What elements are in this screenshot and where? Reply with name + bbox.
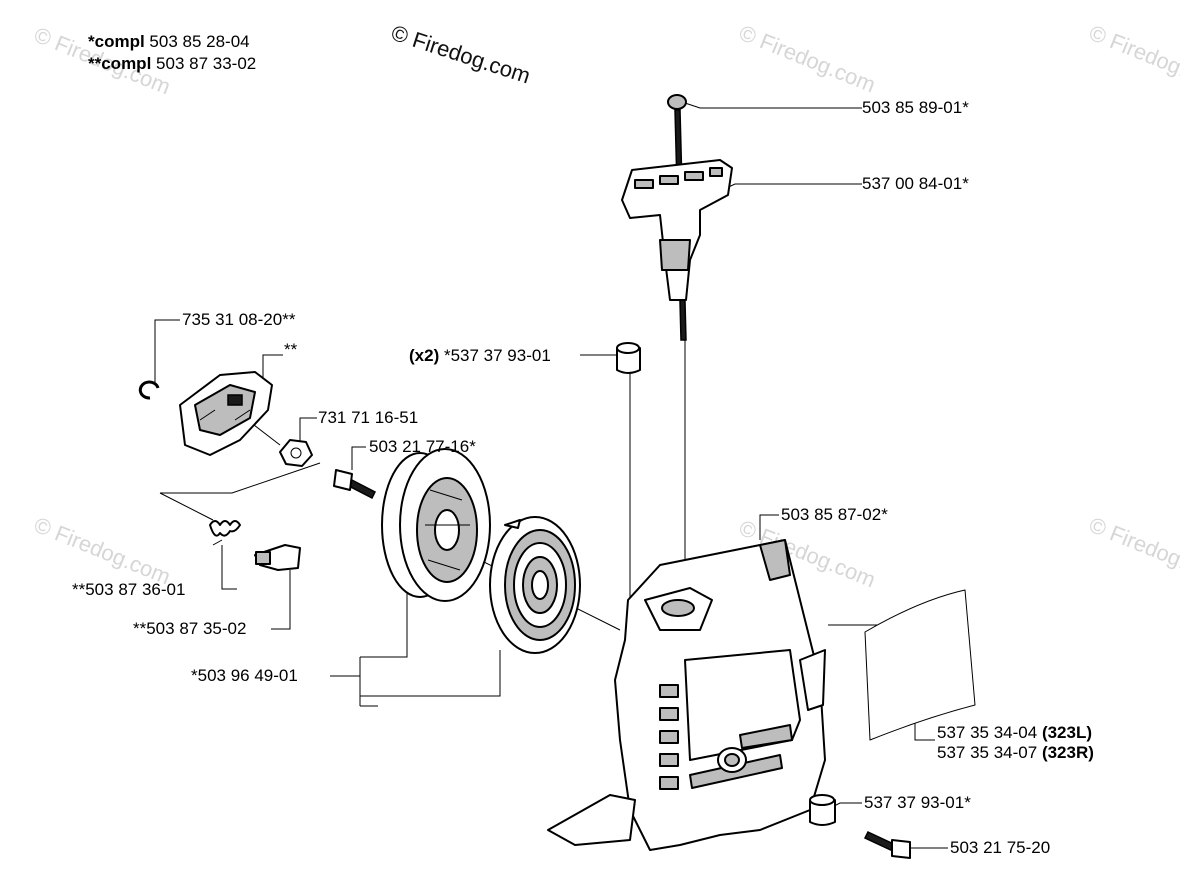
part-label-537-37-93-a[interactable]: (x2) *537 37 93-01 [409, 346, 551, 366]
small-spring [209, 520, 241, 546]
starter-handle [621, 94, 733, 341]
compl-number-2: 503 87 33-02 [156, 54, 257, 73]
model-323r: (323R) [1041, 743, 1094, 762]
starter-housing [547, 539, 826, 851]
part-label-503-85-89[interactable]: 503 85 89-01* [862, 98, 969, 117]
pawl-plate [179, 371, 273, 456]
part-label-star2: ** [284, 340, 298, 359]
part-label-537-35-34-07[interactable]: 537 35 34-07 (323R) [937, 743, 1094, 763]
part-label-503-85-87[interactable]: 503 85 87-02* [781, 505, 888, 524]
part-number-537-37-93-a: *537 37 93-01 [443, 346, 551, 365]
nut [279, 439, 313, 467]
compl-prefix-2: **compl [88, 54, 152, 73]
part-label-537-37-93-b[interactable]: 537 37 93-01* [864, 793, 971, 812]
decal-panel [864, 589, 976, 741]
compl-label-1: *compl 503 85 28-04 [88, 32, 250, 52]
part-label-503-87-36[interactable]: **503 87 36-01 [72, 580, 186, 599]
part-label-503-21-75[interactable]: 503 21 75-20 [950, 838, 1051, 857]
part-label-537-35-34-04[interactable]: 537 35 34-04 (323L) [937, 723, 1092, 743]
screw-pulley [333, 469, 377, 500]
recoil-spring [489, 516, 581, 654]
compl-prefix-1: *compl [88, 32, 145, 51]
part-number-537-35-34-07: 537 35 34-07 [937, 743, 1038, 762]
sleeve-bottom [809, 794, 836, 826]
x2-prefix: (x2) [409, 346, 440, 365]
model-323l: (323L) [1041, 723, 1093, 742]
part-label-731-71-16[interactable]: 731 71 16-51 [318, 408, 419, 427]
part-label-537-00-84[interactable]: 537 00 84-01* [862, 174, 969, 193]
pawl [254, 544, 301, 571]
pulley [381, 448, 491, 602]
compl-number-1: 503 85 28-04 [149, 32, 250, 51]
part-number-537-35-34-04: 537 35 34-04 [937, 723, 1038, 742]
part-label-503-96-49[interactable]: *503 96 49-01 [191, 666, 298, 685]
part-label-503-21-77[interactable]: 503 21 77-16* [369, 437, 476, 456]
sleeve-top [616, 342, 641, 374]
circlip [138, 380, 160, 400]
part-label-735-31-08[interactable]: 735 31 08-20** [182, 310, 296, 329]
compl-label-2: **compl 503 87 33-02 [88, 54, 256, 74]
screw-housing [863, 831, 911, 859]
leader-lines [154, 102, 948, 849]
part-label-503-87-35[interactable]: **503 87 35-02 [133, 619, 247, 638]
